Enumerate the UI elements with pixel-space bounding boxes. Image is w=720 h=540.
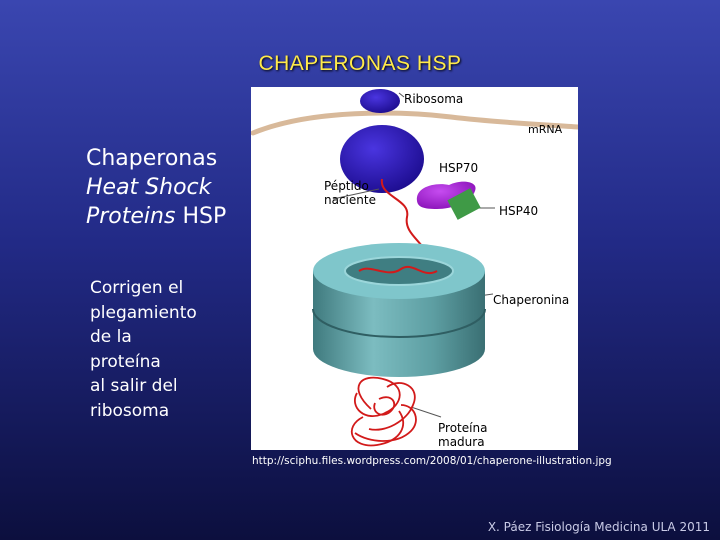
mature-protein-label-line-2: madura <box>438 435 485 449</box>
chaperonin-cylinder-side <box>313 271 485 377</box>
peptide-inside-chaperonin <box>358 266 438 274</box>
description-line-1: Corrigen el <box>90 278 184 298</box>
hsp40-protein <box>447 188 481 220</box>
description-block: Corrigen el plegamiento de la proteína a… <box>90 276 197 423</box>
nascent-peptide-label: Péptido naciente <box>324 179 376 207</box>
footer-credit: X. Páez Fisiología Medicina ULA 2011 <box>487 520 710 534</box>
nascent-peptide-label-line-2: naciente <box>324 193 376 207</box>
source-url: http://sciphu.files.wordpress.com/2008/0… <box>252 455 612 467</box>
description-line-6: ribosoma <box>90 400 170 421</box>
description-line-3: de la <box>90 327 132 347</box>
chaperone-illustration: Ribosoma mRNA HSP70 Péptido naciente HSP… <box>251 87 578 450</box>
mature-protein-label: Proteína madura <box>438 421 487 449</box>
heading-line-1: Chaperonas <box>86 146 218 171</box>
hsp70-label: HSP70 <box>439 161 479 175</box>
chaperonin-ring-seam <box>312 308 486 338</box>
mrna-label: mRNA <box>528 123 563 136</box>
heading-line-3: Proteins HSP <box>86 202 226 231</box>
ribosome-label: Ribosoma <box>404 92 464 106</box>
mature-protein-tangle <box>351 376 417 447</box>
ribosome-small-subunit <box>360 89 400 113</box>
chaperonin-label: Chaperonina <box>493 293 570 307</box>
chaperone-diagram-svg <box>251 89 578 447</box>
mrna-strand <box>251 110 578 136</box>
mature-protein-label-line-1: Proteína <box>438 421 488 435</box>
mature-protein-leader-line <box>410 406 442 418</box>
chaperonin-cavity-rim <box>344 256 454 286</box>
heading-line-3-italic: Proteins <box>86 204 176 229</box>
heading-suffix: HSP <box>175 204 227 229</box>
description-line-4: proteína <box>90 351 161 372</box>
peptide-leader-line <box>332 188 380 200</box>
ribosome-leader-line <box>398 92 405 98</box>
hsp40-label: HSP40 <box>499 204 539 218</box>
nascent-peptide-label-line-1: Péptido <box>324 179 369 193</box>
heading-line-2: Heat Shock <box>86 175 212 200</box>
description-line-2: plegamiento <box>90 302 197 323</box>
ribosome-large-subunit <box>340 125 424 193</box>
description-line-5: al salir del <box>90 376 178 396</box>
slide-title: CHAPERONAS HSP <box>258 52 462 75</box>
heading-block: Chaperonas Heat Shock Proteins HSP <box>86 144 226 231</box>
